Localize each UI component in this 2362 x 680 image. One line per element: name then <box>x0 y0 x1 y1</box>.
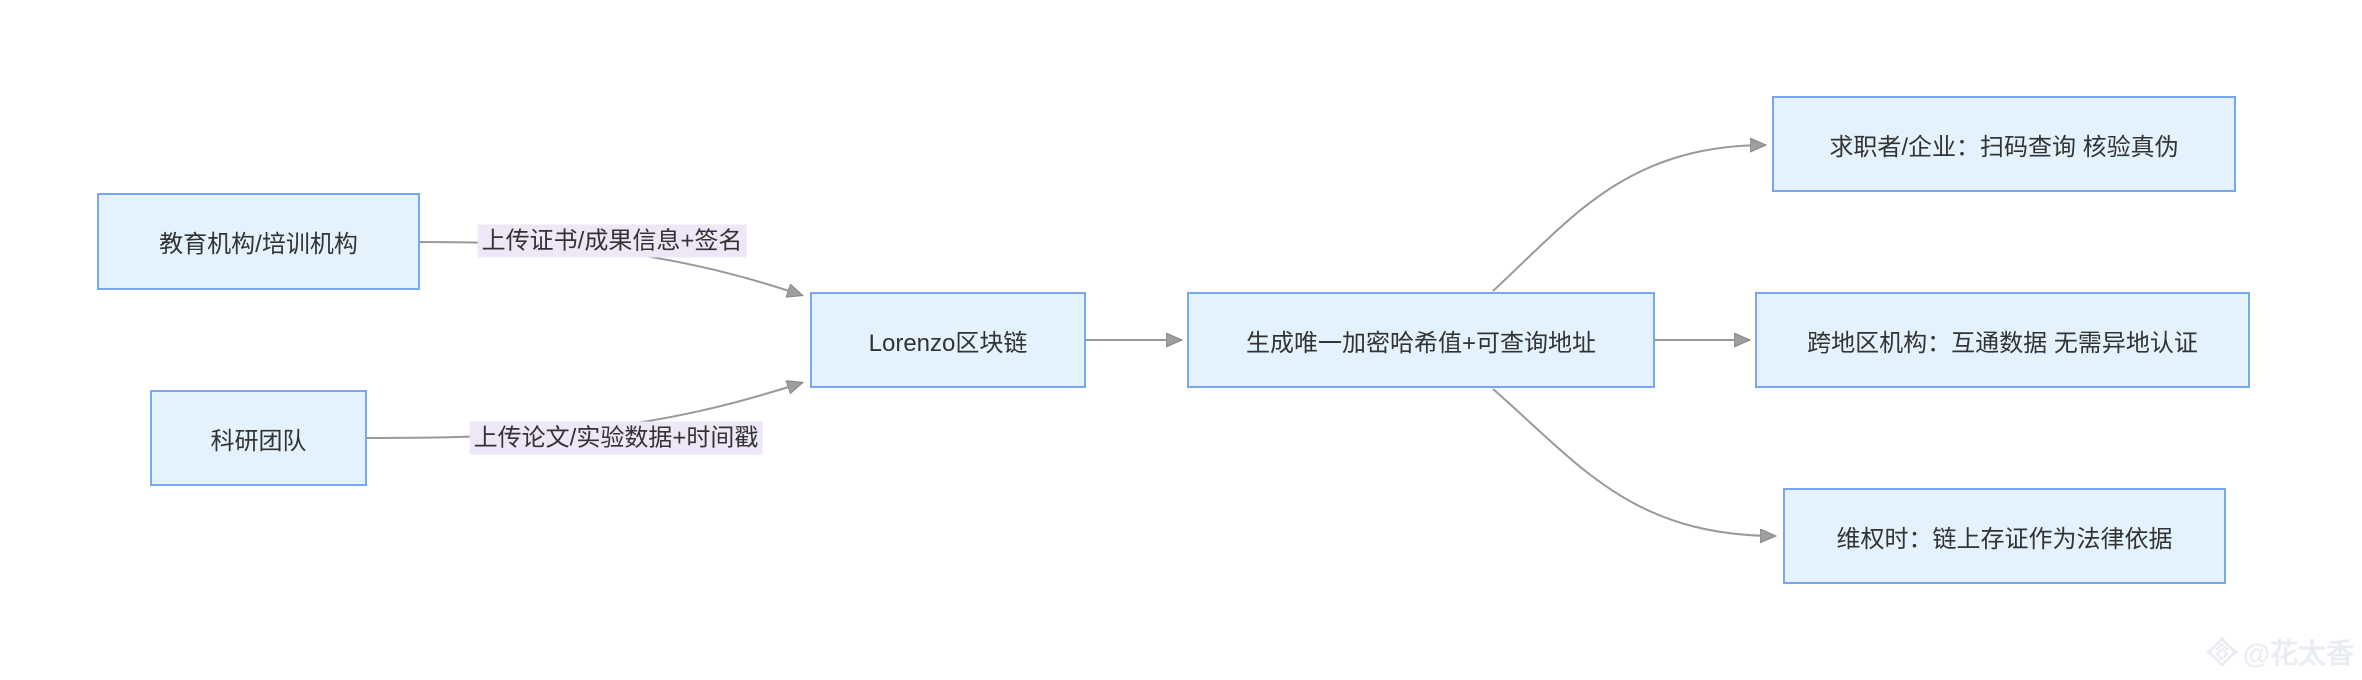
node-label: 维权时：链上存证作为法律依据 <box>1836 525 2173 553</box>
node-cross-region-institution: 跨地区机构：互通数据 无需异地认证 <box>1755 292 2250 388</box>
node-label: Lorenzo区块链 <box>868 329 1028 357</box>
node-legal-evidence: 维权时：链上存证作为法律依据 <box>1783 488 2226 584</box>
node-generate-hash-address: 生成唯一加密哈希值+可查询地址 <box>1187 292 1655 388</box>
edge-label-upload-paper: 上传论文/实验数据+时间戳 <box>469 421 763 455</box>
edge-label-upload-certificate: 上传证书/成果信息+签名 <box>477 224 747 258</box>
watermark-text: @花太香 <box>2242 638 2354 669</box>
node-label: 教育机构/培训机构 <box>159 231 358 258</box>
node-label: 求职者/企业：扫码查询 核验真伪 <box>1829 133 2179 161</box>
node-label: 跨地区机构：互通数据 无需异地认证 <box>1807 329 2198 357</box>
node-lorenzo-blockchain: Lorenzo区块链 <box>810 292 1086 388</box>
node-jobseeker-enterprise-verify: 求职者/企业：扫码查询 核验真伪 <box>1772 96 2236 192</box>
node-label: 生成唯一加密哈希值+可查询地址 <box>1245 329 1596 357</box>
edge-hash-to-verify <box>1492 145 1764 292</box>
diamond-ornament-icon <box>2205 635 2239 669</box>
node-education-institution: 教育机构/培训机构 <box>97 193 420 290</box>
watermark: @花太香 <box>2205 632 2354 672</box>
node-label: 科研团队 <box>210 427 307 455</box>
edge-hash-to-legal <box>1492 388 1774 536</box>
node-research-team: 科研团队 <box>150 390 367 486</box>
